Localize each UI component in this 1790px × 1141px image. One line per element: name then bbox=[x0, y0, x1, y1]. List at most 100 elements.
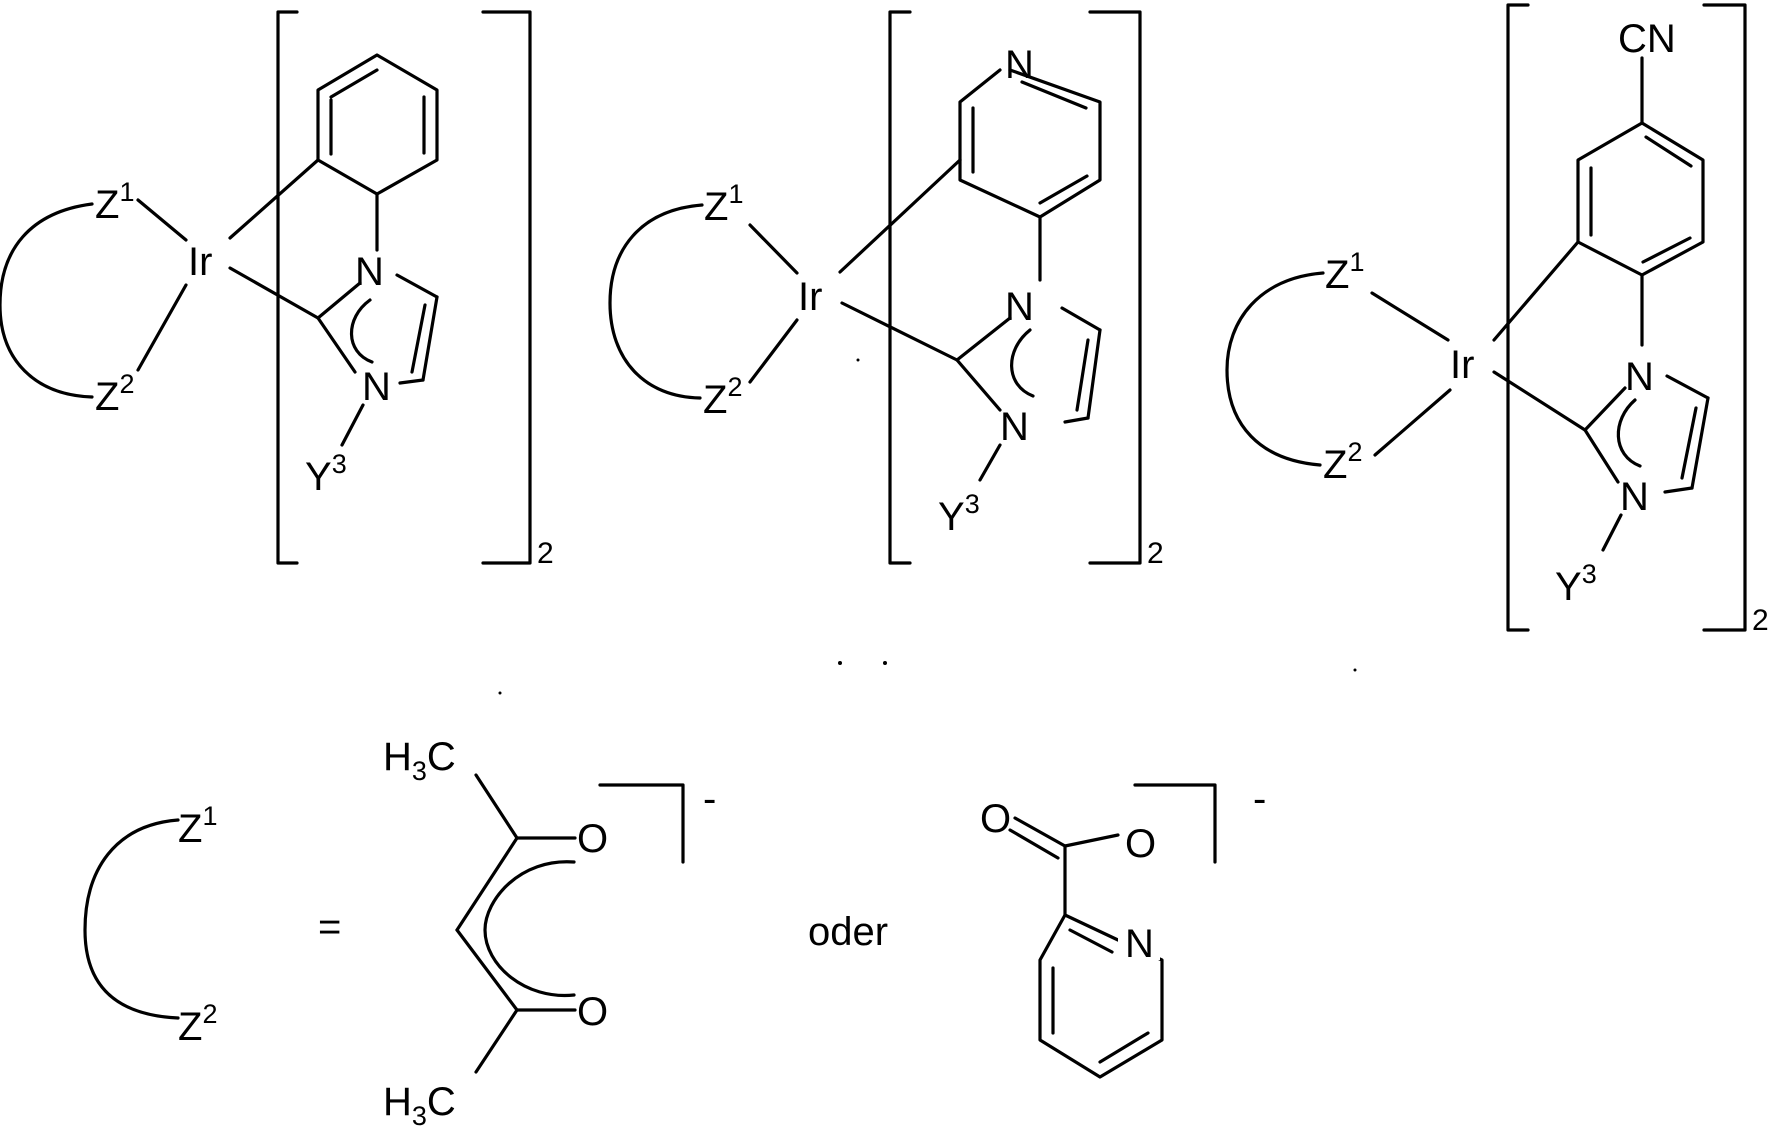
iridium-atom: Ir bbox=[1450, 343, 1474, 387]
imidazole-bond bbox=[400, 380, 423, 383]
bond-c-o-double bbox=[1015, 818, 1065, 846]
charge-minus: - bbox=[703, 777, 716, 821]
ancillary-ligand-arc bbox=[1227, 273, 1323, 465]
svg-text:Z2: Z2 bbox=[95, 369, 134, 419]
svg-text:Z1: Z1 bbox=[95, 177, 134, 227]
carbene-delocalization-arc bbox=[351, 300, 372, 362]
imidazole-n-upper: N bbox=[1005, 285, 1034, 329]
bond-z2-ir bbox=[138, 285, 186, 370]
imidazole-bond bbox=[318, 318, 355, 372]
bond-z2-ir bbox=[750, 320, 797, 382]
label-z2: Z2 bbox=[703, 372, 742, 422]
label-methyl-bottom: H3C bbox=[383, 1080, 456, 1131]
bond-n-y3 bbox=[342, 405, 363, 445]
ancillary-ligand-arc bbox=[85, 820, 178, 1018]
iridium-atom: Ir bbox=[798, 275, 822, 319]
bond-n-y3 bbox=[1603, 515, 1621, 550]
svg-text:H3C: H3C bbox=[383, 735, 456, 786]
bracket-right bbox=[600, 785, 683, 862]
svg-text:Z2: Z2 bbox=[1323, 437, 1362, 487]
imidazole-bond bbox=[1062, 308, 1100, 330]
bond-c-o-double bbox=[1010, 830, 1058, 858]
imidazole-n-upper: N bbox=[355, 250, 384, 294]
carbene-delocalization-arc bbox=[1618, 400, 1640, 466]
imidazole-double-bond bbox=[1682, 408, 1696, 478]
complex-phenyl: Z1 Z2 Ir N N Y3 2 bbox=[0, 12, 554, 570]
complex-pyridyl: Z1 Z2 Ir N N N Y3 2 bbox=[610, 12, 1164, 570]
imidazole-n-lower: N bbox=[362, 365, 391, 409]
pyridine-inner-bond bbox=[1100, 1033, 1148, 1062]
imidazole-bond bbox=[1585, 430, 1618, 482]
bond-z1-ir bbox=[1372, 293, 1448, 340]
label-z2: Z2 bbox=[95, 369, 134, 419]
imidazole-n-lower: N bbox=[1620, 475, 1649, 519]
ancillary-ligand-arc bbox=[610, 205, 702, 398]
complex-cyanophenyl: Z1 Z2 Ir CN N N Y3 2 bbox=[1227, 5, 1769, 637]
svg-text:Z1: Z1 bbox=[704, 179, 743, 229]
label-y3: Y3 bbox=[1555, 559, 1597, 609]
imidazole-bond bbox=[1065, 418, 1088, 422]
bond-ir-aryl bbox=[230, 160, 318, 238]
imidazole-bond bbox=[1665, 488, 1692, 492]
count-subscript: 2 bbox=[537, 537, 554, 570]
label-z1: Z1 bbox=[704, 179, 743, 229]
bond-ir-carbene bbox=[842, 303, 957, 360]
svg-text:Z1: Z1 bbox=[178, 801, 217, 851]
imidazole-n-lower: N bbox=[1000, 405, 1029, 449]
imidazole-double-bond bbox=[412, 305, 425, 372]
label-z1: Z1 bbox=[178, 801, 217, 851]
cyanophenyl-inner-bond bbox=[1646, 137, 1691, 166]
ancillary-ligand-arc bbox=[0, 204, 92, 397]
imidazole-bond bbox=[318, 283, 360, 318]
svg-text:Z2: Z2 bbox=[703, 372, 742, 422]
imidazole-double-bond bbox=[1077, 340, 1088, 410]
imidazole-n-upper: N bbox=[1625, 355, 1654, 399]
oxygen-anion: O bbox=[1125, 822, 1156, 866]
bracket-right bbox=[1704, 5, 1745, 630]
label-z1: Z1 bbox=[1325, 247, 1364, 297]
imidazole-bond bbox=[957, 318, 1010, 360]
bond-c-o-single bbox=[1065, 835, 1118, 846]
oxygen-bottom: O bbox=[577, 990, 608, 1034]
bracket-right bbox=[483, 12, 530, 563]
label-z1: Z1 bbox=[95, 177, 134, 227]
nitrile-group: CN bbox=[1618, 17, 1676, 61]
label-y3: Y3 bbox=[305, 449, 347, 499]
svg-text:Z2: Z2 bbox=[178, 999, 217, 1049]
delocalization-arc bbox=[485, 862, 574, 996]
acac-ligand: H3C O O H3C - bbox=[383, 735, 716, 1131]
pyridine-n: N bbox=[1125, 922, 1154, 966]
equals-sign: = bbox=[318, 905, 341, 949]
count-subscript: 2 bbox=[1752, 604, 1769, 637]
svg-text:H3C: H3C bbox=[383, 1080, 456, 1131]
picolinate-ligand: O O N - bbox=[980, 777, 1266, 1077]
iridium-atom: Ir bbox=[188, 240, 212, 284]
label-z2: Z2 bbox=[1323, 437, 1362, 487]
bracket-left bbox=[278, 12, 297, 563]
imidazole-bond bbox=[1088, 330, 1100, 418]
oxygen-top: O bbox=[577, 817, 608, 861]
svg-text:Z1: Z1 bbox=[1325, 247, 1364, 297]
svg-text:Y3: Y3 bbox=[938, 489, 980, 539]
count-subscript: 2 bbox=[1147, 537, 1164, 570]
bond-z1-ir bbox=[138, 200, 186, 240]
imidazole-bond bbox=[1667, 376, 1708, 398]
bond-ir-aryl bbox=[840, 160, 960, 272]
pyridine-inner-bond bbox=[1040, 176, 1087, 203]
label-y3: Y3 bbox=[938, 489, 980, 539]
connector-word: oder bbox=[808, 910, 888, 954]
bond-n-y3 bbox=[980, 445, 1000, 480]
label-methyl-top: H3C bbox=[383, 735, 456, 786]
cyanophenyl-inner-bond bbox=[1643, 238, 1690, 262]
phenyl-inner-bond bbox=[331, 70, 377, 97]
bond-z2-ir bbox=[1375, 390, 1450, 455]
pyridine-ring bbox=[960, 70, 1100, 217]
oxygen-carbonyl: O bbox=[980, 797, 1011, 841]
ligand-definition: Z1 Z2 = H3C O O H3C - oder bbox=[85, 735, 1266, 1131]
carbene-delocalization-arc bbox=[1012, 330, 1033, 396]
imidazole-bond bbox=[397, 275, 437, 297]
svg-text:Y3: Y3 bbox=[1555, 559, 1597, 609]
bracket-left bbox=[1508, 5, 1528, 630]
phenyl-ring bbox=[318, 55, 437, 194]
